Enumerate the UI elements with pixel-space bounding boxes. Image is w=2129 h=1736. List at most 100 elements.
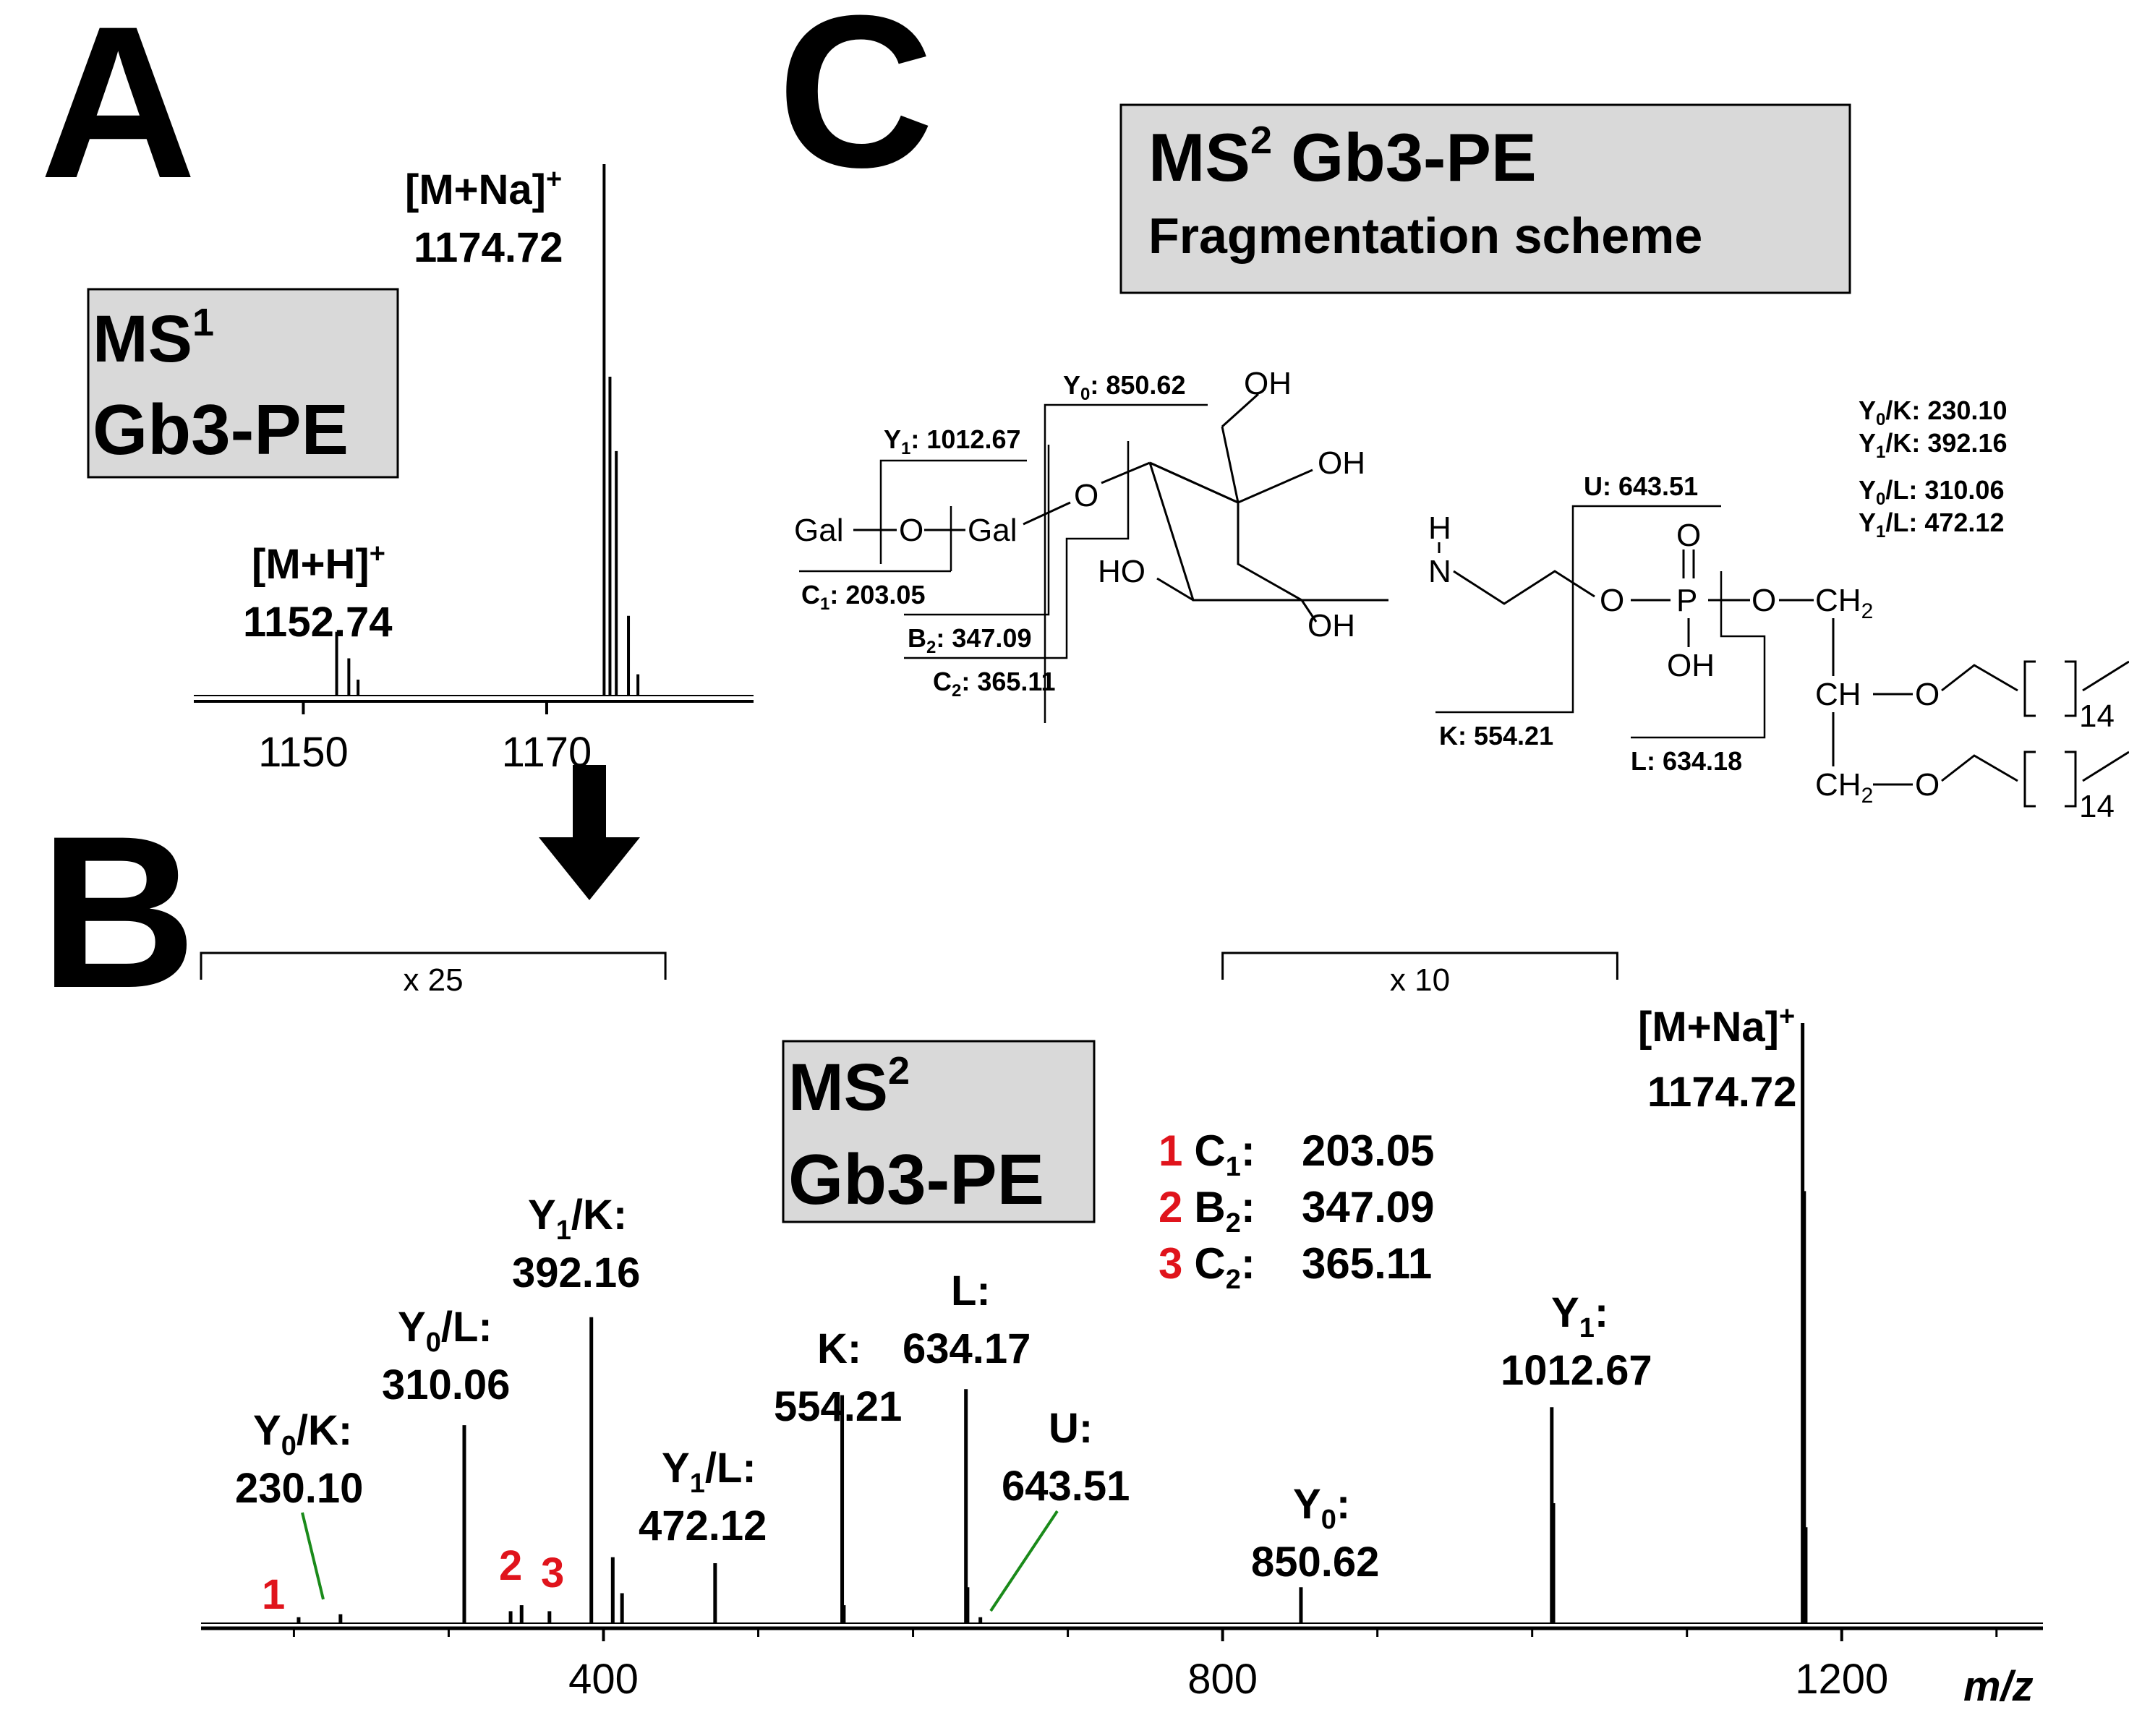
- chain-length-1: 14: [2079, 698, 2115, 734]
- side-4-sub: 1: [1876, 522, 1885, 542]
- atom-oh-top: OH: [1244, 366, 1292, 401]
- ms2-box: MS2 Gb3-PE: [782, 1040, 1096, 1223]
- frag-y1-rest: : 1012.67: [910, 424, 1020, 454]
- zoom-factor-0: x 25: [403, 962, 463, 998]
- legend-2-name: B: [1194, 1183, 1225, 1231]
- lbl-y0-sub: 0: [1321, 1505, 1336, 1535]
- lbl-k-name: K:: [817, 1325, 861, 1372]
- bond-oh-bottom: [1300, 599, 1318, 623]
- legend-1-name: C: [1194, 1126, 1225, 1175]
- lbl-y1k-sub: 1: [556, 1215, 571, 1246]
- frag-c1-name: C: [801, 580, 820, 610]
- svg-text:1C1:: 1C1:: [1159, 1126, 1255, 1182]
- legend-2-rest: :: [1241, 1183, 1255, 1231]
- atom-ch2-top: CH: [1815, 583, 1861, 618]
- side-3-name: Y: [1859, 475, 1876, 505]
- lbl-l-name: L:: [951, 1267, 991, 1314]
- svg-text:Y1/L: 472.12: Y1/L: 472.12: [1859, 508, 2004, 542]
- side-4-rest: /L: 472.12: [1885, 508, 2004, 537]
- cut-line-y1: [879, 459, 1027, 564]
- side-2-name: Y: [1859, 428, 1876, 458]
- svg-text:Y1/K: 392.16: Y1/K: 392.16: [1859, 428, 2007, 462]
- svg-text:[M+H]+: [M+H]+: [252, 539, 385, 588]
- svg-text:B2: 347.09: B2: 347.09: [908, 623, 1031, 657]
- bracket-1-right: [2065, 660, 2077, 717]
- atom-p: P: [1676, 583, 1697, 618]
- lbl-y1-name: Y: [1551, 1289, 1579, 1336]
- svg-text:MS2: MS2: [788, 1049, 910, 1124]
- lbl-y0l-rest: /L:: [441, 1304, 492, 1351]
- lbl-y1k-rest: /K:: [571, 1192, 627, 1239]
- svg-text:C2: 365.11: C2: 365.11: [933, 667, 1055, 701]
- legend-1-rest: :: [1241, 1126, 1255, 1175]
- bond-ho: [1156, 577, 1194, 602]
- lbl-l-mz: 634.17: [903, 1325, 1031, 1372]
- lbl-y0k-mz: 230.10: [235, 1465, 363, 1512]
- frag-y0-rest: : 850.62: [1090, 370, 1185, 400]
- lbl-u-name: U:: [1049, 1405, 1093, 1452]
- atom-oh-p: OH: [1667, 648, 1715, 683]
- ms1-mh-ion: [M+H]: [252, 541, 370, 588]
- cut-line-c2: [904, 441, 1130, 659]
- lbl-num-2: 2: [499, 1542, 522, 1589]
- panel-letter-c: C: [777, 0, 934, 213]
- ms2-box-sup: 2: [888, 1049, 910, 1093]
- alkyl-chain-2: [1941, 754, 2018, 782]
- lbl-y0-name: Y: [1293, 1481, 1321, 1528]
- leader-line-u: [989, 1510, 1059, 1612]
- svg-text:Y0/K:: Y0/K:: [253, 1407, 352, 1461]
- svg-text:3C2:: 3C2:: [1159, 1239, 1255, 1295]
- lbl-num-1: 1: [262, 1571, 285, 1618]
- atom-oh-bottom: OH: [1307, 608, 1355, 643]
- svg-text:Y1:: Y1:: [1551, 1289, 1608, 1343]
- legend-2-num: 2: [1159, 1183, 1182, 1231]
- alkyl-chain-1-tail: [2082, 660, 2129, 692]
- ms1-peaks: [335, 164, 640, 696]
- atom-o-4: O: [1752, 583, 1776, 618]
- lbl-mna-ion: [M+Na]: [1638, 1004, 1779, 1051]
- scheme-title-sup: 2: [1250, 119, 1272, 162]
- ms2-peak-labels: Y0/K: 230.10 Y0/L: 310.06 Y1/K: 392.16 Y…: [235, 1001, 1796, 1618]
- svg-text:[M+Na]+: [M+Na]+: [1638, 1001, 1795, 1051]
- atom-o-1: O: [899, 513, 923, 548]
- svg-text:[M+Na]+: [M+Na]+: [405, 164, 562, 213]
- svg-text:Y0/L: 310.06: Y0/L: 310.06: [1859, 475, 2004, 509]
- alkyl-chain-2-tail: [2082, 751, 2129, 782]
- frag-l: L: 634.18: [1631, 746, 1742, 776]
- lbl-mna-mz: 1174.72: [1647, 1069, 1796, 1116]
- ms2-box-line1: MS: [788, 1051, 888, 1124]
- atom-ch2-top-sub: 2: [1861, 599, 1874, 623]
- atom-o-2: O: [1074, 478, 1098, 513]
- leader-line-y0k: [301, 1512, 325, 1600]
- ms1-tick-label-0: 1150: [258, 729, 349, 776]
- frag-k: K: 554.21: [1439, 721, 1553, 751]
- ms1-mh-charge: +: [370, 539, 385, 569]
- legend-3-value: 365.11: [1302, 1239, 1432, 1288]
- bond-ch2oh: [1221, 426, 1240, 503]
- bond-n-ethyl: [1453, 570, 1595, 605]
- frag-b2-rest: : 347.09: [936, 623, 1031, 653]
- lbl-mna-charge: +: [1779, 1001, 1795, 1032]
- svg-text:MS1: MS1: [93, 301, 214, 376]
- bond-o-ring: [1101, 461, 1151, 484]
- legend-2-sub: 2: [1226, 1208, 1241, 1239]
- ms2-tick-label-2: 1200: [1795, 1656, 1888, 1703]
- lbl-y0k-sub: 0: [281, 1431, 296, 1461]
- lbl-k-mz: 554.21: [774, 1383, 902, 1430]
- panel-letter-b: B: [40, 790, 197, 1033]
- bracket-1-left: [2023, 660, 2036, 717]
- atom-ch2-bottom: CH: [1815, 767, 1861, 803]
- ms1-mna-mz: 1174.72: [414, 224, 563, 271]
- lbl-y1k-name: Y: [528, 1192, 556, 1239]
- bond-ch2oh-2: [1221, 393, 1260, 428]
- frag-c1-sub: 1: [820, 594, 829, 614]
- gb3-pe-structure: [799, 393, 2129, 808]
- cut-line-u: [1435, 505, 1721, 714]
- chain-length-2: 14: [2079, 789, 2115, 824]
- zoom-bracket-0: [200, 952, 667, 980]
- ms1-box-line1: MS: [93, 302, 192, 376]
